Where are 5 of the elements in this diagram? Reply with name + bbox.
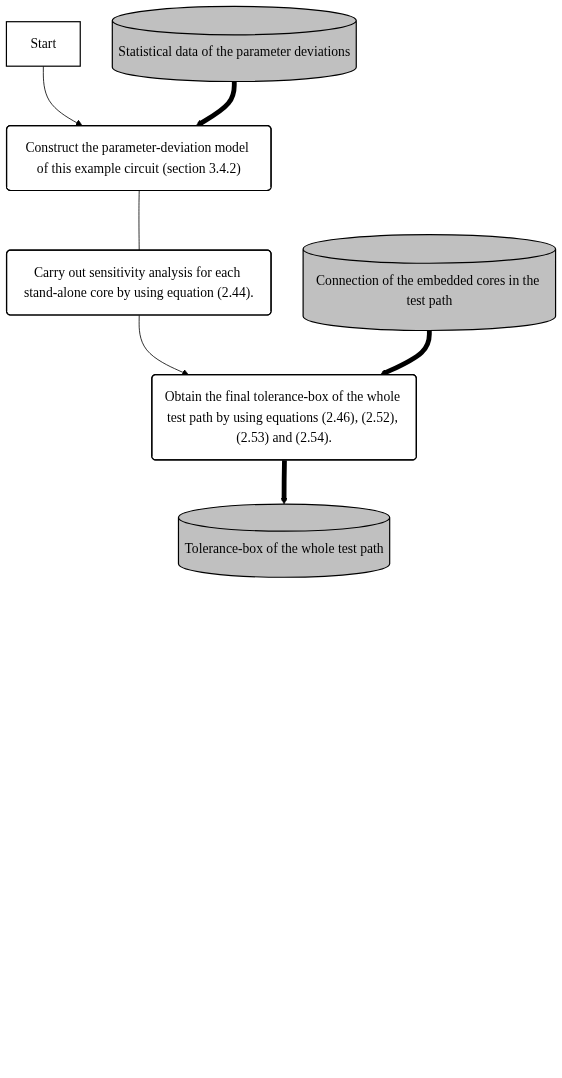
node-box: Start [5, 21, 81, 67]
connector [138, 190, 140, 251]
arrow [195, 81, 237, 127]
arrow [379, 330, 432, 376]
arrow [280, 460, 288, 505]
